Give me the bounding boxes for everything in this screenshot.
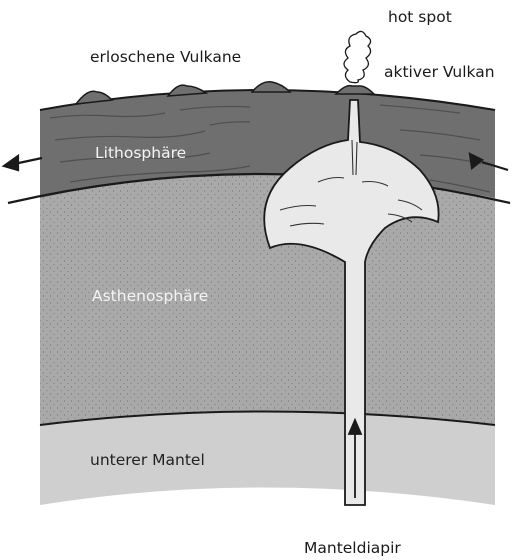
volcanic-smoke <box>343 30 372 84</box>
lithosphere-texture <box>49 104 491 193</box>
extinct-volcano-1 <box>74 90 114 105</box>
asthenosphere-texture <box>40 174 495 425</box>
arrow-right-head <box>468 152 485 171</box>
mantle-plume <box>263 99 440 506</box>
label-hot-spot: hot spot <box>388 8 452 26</box>
label-mantle-diapir: Manteldiapir <box>304 539 401 557</box>
label-extinct-volcanoes: erloschene Vulkane <box>90 48 241 66</box>
arrow-left-head <box>1 153 20 172</box>
plate-motion-arrows <box>1 152 509 172</box>
extinct-volcano-2 <box>166 84 209 97</box>
lower-mantle-layer <box>40 411 495 505</box>
label-lithosphere: Lithosphäre <box>95 144 186 162</box>
active-volcano <box>334 84 376 95</box>
label-asthenosphere: Asthenosphäre <box>92 287 208 305</box>
arrow-right-shaft <box>481 160 509 172</box>
extinct-volcanoes <box>74 80 292 105</box>
diapir-upflow-arrow <box>347 417 363 498</box>
asthenosphere-mantle-boundary <box>39 410 496 426</box>
lithosphere-asthenosphere-boundary <box>7 172 511 205</box>
label-lower-mantle: unterer Mantel <box>90 451 205 469</box>
plume-flow-lines <box>279 139 423 227</box>
extinct-volcano-3 <box>250 80 292 93</box>
label-active-volcano: aktiver Vulkan <box>384 63 495 81</box>
